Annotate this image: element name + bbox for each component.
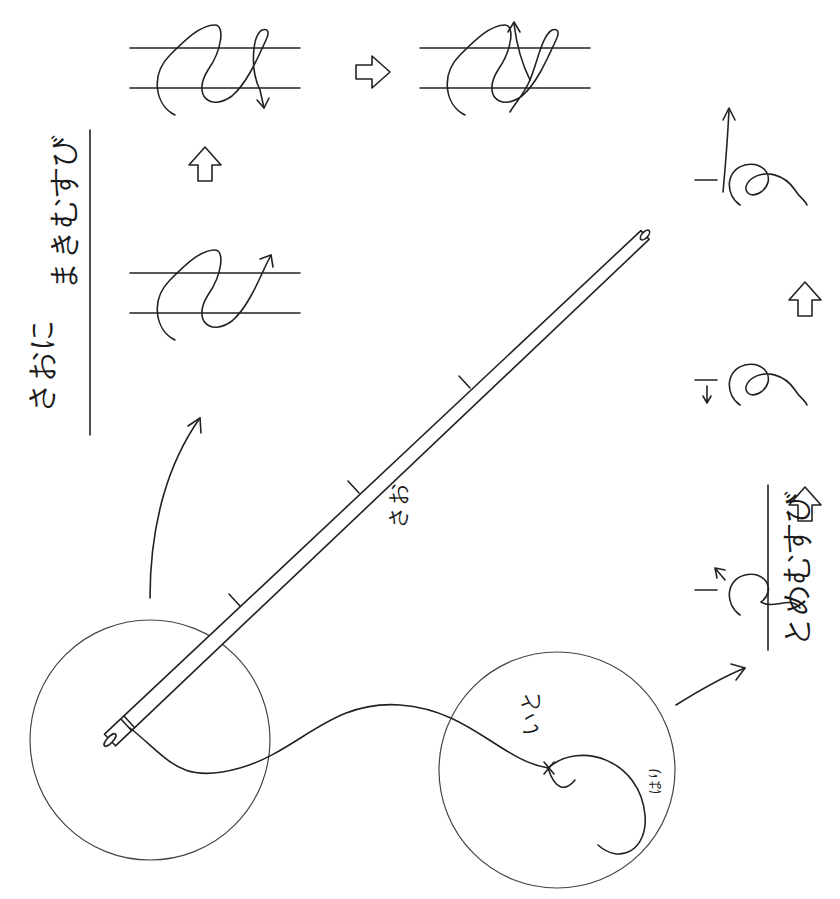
arrow-head [731,664,745,680]
arrow-head [508,22,520,32]
rod-wrap [124,716,134,727]
rope [695,589,717,591]
rod-node [459,376,470,388]
rope [447,25,558,115]
fish-hook [548,755,645,854]
fish-hook [548,768,575,787]
stop-knot-step [695,364,807,405]
knot-title: さおに [24,319,57,412]
rod-lines [420,48,590,88]
arrow-head [723,108,735,120]
fishing-line [130,705,548,774]
arrow-head [257,98,269,108]
part-label: さお [386,482,410,528]
detail-circle [30,620,270,860]
rope [723,110,729,192]
arrow-head [715,568,725,580]
rope [695,379,717,381]
clove-hitch-step [420,22,590,115]
rod-node [229,594,240,606]
arrow-head [703,386,711,403]
rod-node [348,481,359,493]
step-arrow [189,147,221,181]
part-label: はり [647,766,662,794]
clove-hitch-step [130,250,300,340]
knot-title: まきむすび [46,135,79,290]
rope [729,164,807,205]
rod-lines [130,273,300,313]
rope [514,24,530,80]
pointer-arrow [676,668,745,705]
detail-circle [439,652,675,888]
step-arrow [789,282,821,316]
part-label: いと [518,689,542,735]
rope [157,250,271,340]
pointer-arrow [150,418,200,598]
arrow-head [188,418,201,433]
bamboo-rod [105,231,650,746]
rod-lines [130,48,300,88]
rope [157,25,268,115]
rod-tip [639,229,652,242]
rope [729,364,807,405]
rod-butt [102,732,117,748]
knot-title: とめむすび [779,491,812,646]
stop-knot-step [695,108,807,205]
title-underline [89,130,91,435]
arrow-head [260,255,273,267]
step-arrow [356,56,390,88]
title-underline [767,485,769,650]
rope [695,179,717,181]
clove-hitch-step [130,25,300,115]
